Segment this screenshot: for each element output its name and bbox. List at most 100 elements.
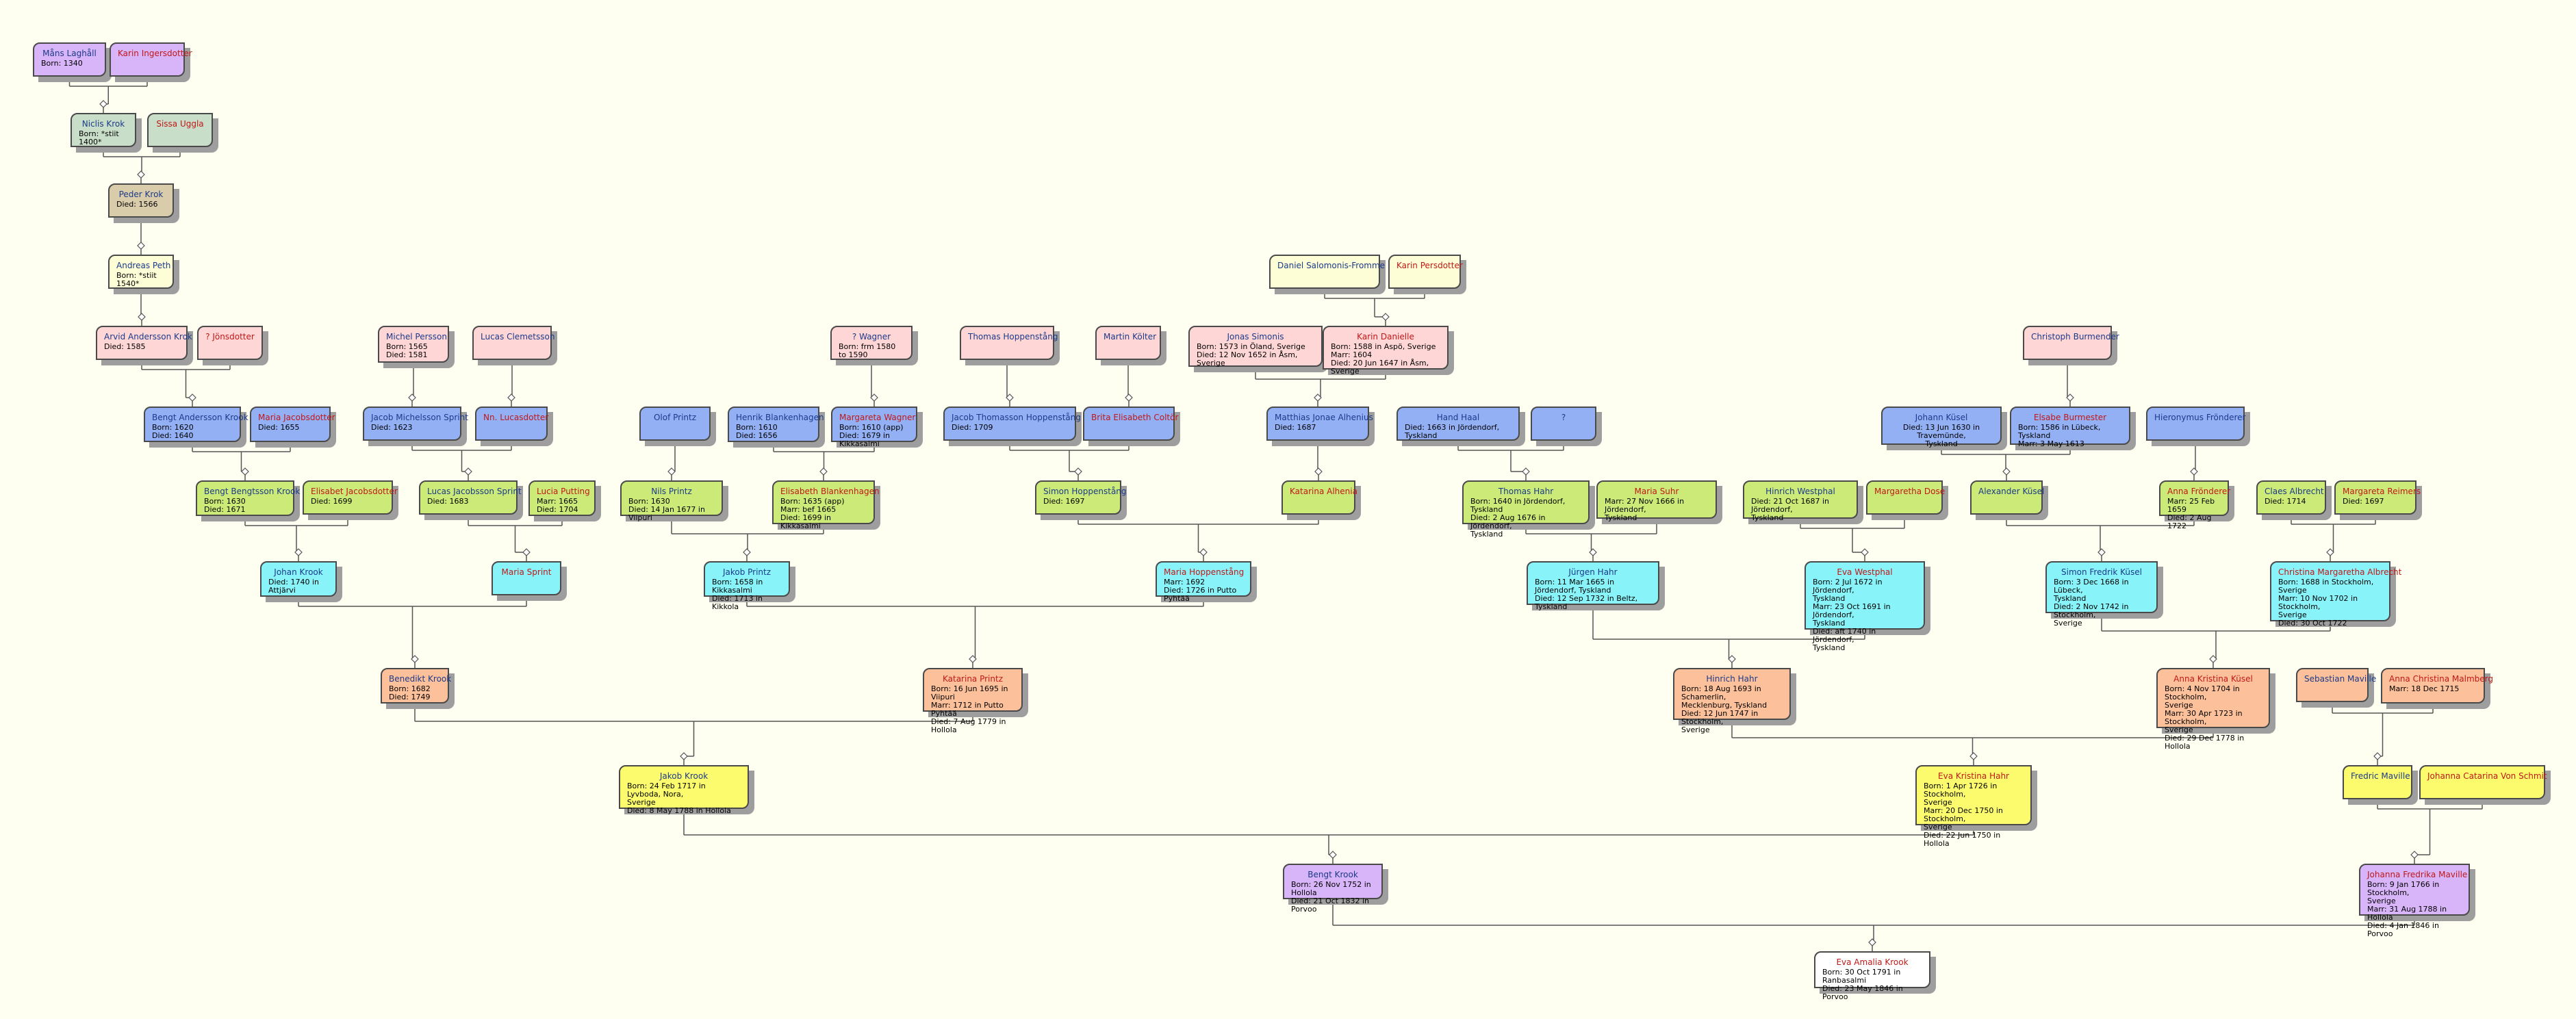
person-name: Olof Printz <box>653 413 697 422</box>
person-box-christoph-burmender[interactable]: Christoph Burmender <box>2023 326 2119 360</box>
person-box-daniel-salomonis[interactable]: Daniel Salomonis-Fromme <box>1269 255 1385 289</box>
person-details: Born: 1688 in Stockholm, Sverige Marr: 1… <box>2278 578 2374 628</box>
family-join-marker <box>1969 752 1978 760</box>
person-name: Maria Hoppenstång <box>1164 567 1245 577</box>
person-details: Born: 3 Dec 1668 in Lübeck, Tyskland Die… <box>2054 578 2129 628</box>
person-details: Born: 1630 Died: 14 Jan 1677 in Viipuri <box>628 497 705 522</box>
person-box-johanna-catarina-von-schmit[interactable]: Johanna Catarina Von Schmit <box>2419 765 2547 799</box>
person-name: Maria Sprint <box>501 567 552 577</box>
person-box-karin-ingersdotter[interactable]: Karin Ingersdotter <box>110 42 192 77</box>
person-details: Died: 1714 <box>2265 497 2306 506</box>
person-details: Marr: 1665 Died: 1704 <box>537 497 578 514</box>
person-name: Elisabet Jacobsdotter <box>311 487 398 496</box>
person-box-sissa-uggla[interactable]: Sissa Uggla <box>147 113 213 147</box>
person-box-martin-kolder[interactable]: Martin Költer <box>1095 326 1161 360</box>
family-join-marker <box>188 394 196 402</box>
person-name: Eva Amalia Krook <box>1836 957 1909 967</box>
person-details: Born: 1630 Died: 1671 <box>204 497 246 514</box>
family-join-marker <box>411 655 419 663</box>
person-name: Hieronymus Frönderer <box>2154 413 2246 422</box>
person-details: Died: 13 Jun 1630 in Travemünde, Tysklan… <box>1902 423 1980 448</box>
person-box-thomas-hoppenstang[interactable]: Thomas Hoppenstång <box>960 326 1058 360</box>
person-details: Born: 1658 in Kikkasalmi Died: 1713 in K… <box>712 578 763 611</box>
person-box-nn-lucasdotter[interactable]: Nn. Lucasdotter <box>475 407 548 441</box>
person-box-alexander-kusel[interactable]: Alexander Küsel <box>1970 480 2045 515</box>
person-name: Elisabeth Blankenhagen <box>780 487 880 496</box>
person-box-margaretha-dose[interactable]: Margaretha Dose <box>1866 480 1945 515</box>
family-join-marker <box>137 170 145 179</box>
person-box-jonsdotter[interactable]: ? Jönsdotter <box>197 326 263 360</box>
family-join-marker <box>1522 467 1530 476</box>
person-details: Died: 1740 in Attjärvi <box>268 578 319 595</box>
person-details: Born: 1586 in Lübeck, Tyskland Marr: 3 M… <box>2018 423 2101 448</box>
person-box-katarina-alhenia[interactable]: Katarina Alhenia <box>1281 480 1357 515</box>
person-details: Born: 4 Nov 1704 in Stockholm, Sverige M… <box>2165 684 2245 751</box>
person-name: Alexander Küsel <box>1978 487 2045 496</box>
person-name: Katarina Printz <box>942 674 1003 684</box>
person-box-olof-printz[interactable]: Olof Printz <box>639 407 711 441</box>
person-box-karin-persdotter[interactable]: Karin Persdotter <box>1388 255 1463 289</box>
person-details: Marr: 25 Feb 1659 Died: 2 Aug 1722 <box>2167 497 2215 530</box>
person-box-brita-elisabeth-coltor[interactable]: Brita Elisabeth Coltör <box>1083 407 1178 441</box>
family-join-marker <box>2190 467 2198 476</box>
person-box-fredric-maville[interactable]: Fredric Maville <box>2343 765 2412 799</box>
person-name: Sissa Uggla <box>156 119 204 129</box>
person-box-sebastian-maville[interactable]: Sebastian Maville <box>2296 668 2376 702</box>
person-box-lucas-clemetsson[interactable]: Lucas Clemetsson <box>472 326 554 360</box>
person-name: Matthias Jonae Alhenius <box>1275 413 1373 422</box>
person-box-maria-sprint[interactable]: Maria Sprint <box>492 561 561 595</box>
person-details: Died: 1697 <box>2343 497 2384 506</box>
person-box-hieronymus-frondorer[interactable]: Hieronymus Frönderer <box>2146 407 2245 441</box>
person-box-unknown-q[interactable]: ? <box>1531 407 1596 441</box>
